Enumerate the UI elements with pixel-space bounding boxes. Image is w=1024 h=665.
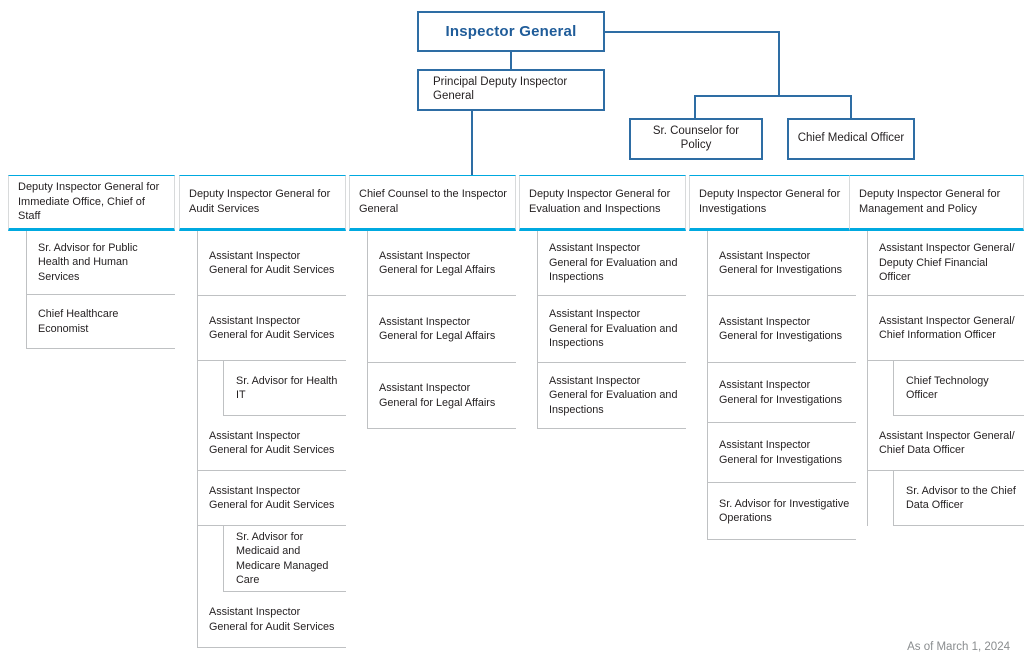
grandchild-stack: Chief Technology Officer	[893, 361, 1024, 416]
org-node[interactable]: Assistant Inspector General for Legal Af…	[368, 296, 516, 363]
connector-staff-bar	[694, 95, 852, 97]
org-node[interactable]: Assistant Inspector General for Legal Af…	[368, 363, 516, 429]
org-node-label: Assistant Inspector General for Evaluati…	[549, 308, 678, 350]
chief-medical-officer-box[interactable]: Chief Medical Officer	[787, 118, 915, 160]
org-node-label: Assistant Inspector General for Investig…	[719, 249, 843, 276]
as-of-date: As of March 1, 2024	[907, 641, 1010, 653]
org-node[interactable]: Chief Healthcare Economist	[27, 295, 175, 349]
deputy-head-box[interactable]: Deputy Inspector General for Management …	[849, 175, 1024, 231]
principal-deputy-ig-box[interactable]: Principal Deputy Inspector General	[417, 69, 605, 111]
connector-ig-right-run	[605, 31, 780, 33]
inspector-general-box-label: Inspector General	[445, 22, 577, 40]
org-node-label: Assistant Inspector General/ Chief Data …	[879, 429, 1015, 456]
org-column: Deputy Inspector General for Management …	[849, 175, 1024, 526]
deputy-head-box[interactable]: Deputy Inspector General for Audit Servi…	[179, 175, 346, 231]
org-node-label: Assistant Inspector General for Audit Se…	[209, 314, 335, 341]
org-column: Deputy Inspector General for Investigati…	[689, 175, 856, 540]
org-subnode-label: Sr. Advisor to the Chief Data Officer	[906, 484, 1016, 511]
org-node-label: Sr. Advisor for Public Health and Human …	[38, 241, 138, 283]
org-node[interactable]: Sr. Advisor for Public Health and Human …	[27, 231, 175, 295]
org-subnode[interactable]: Sr. Advisor for Medicaid and Medicare Ma…	[224, 526, 346, 592]
org-node-label: Assistant Inspector General for Investig…	[719, 379, 843, 406]
deputy-head-label: Deputy Inspector General for Evaluation …	[529, 188, 671, 215]
grandchild-stack: Sr. Advisor to the Chief Data Officer	[893, 471, 1024, 526]
org-node-label: Sr. Advisor for Investigative Operations	[719, 497, 850, 524]
connector-ig-right-drop	[778, 31, 780, 97]
org-node-label: Assistant Inspector General for Legal Af…	[379, 382, 496, 409]
child-stack: Assistant Inspector General/ Deputy Chie…	[867, 231, 1024, 526]
child-stack: Assistant Inspector General for Evaluati…	[537, 231, 686, 429]
org-node[interactable]: Assistant Inspector General/ Deputy Chie…	[868, 231, 1024, 296]
org-subnode-label: Sr. Advisor for Medicaid and Medicare Ma…	[236, 530, 329, 586]
org-node[interactable]: Assistant Inspector General for Investig…	[708, 363, 856, 423]
connector-to-counselor	[694, 95, 696, 118]
org-node[interactable]: Assistant Inspector General for Legal Af…	[368, 231, 516, 296]
org-node[interactable]: Assistant Inspector General for Investig…	[708, 423, 856, 483]
child-stack: Assistant Inspector General for Legal Af…	[367, 231, 516, 429]
deputy-head-label: Deputy Inspector General for Management …	[859, 188, 1001, 215]
org-node-label: Assistant Inspector General for Audit Se…	[209, 484, 335, 511]
deputy-head-box[interactable]: Deputy Inspector General for Immediate O…	[8, 175, 175, 231]
deputy-head-label: Chief Counsel to the Inspector General	[359, 188, 507, 215]
org-node[interactable]: Assistant Inspector General/ Chief Infor…	[868, 296, 1024, 361]
org-node[interactable]: Assistant Inspector General for Investig…	[708, 231, 856, 296]
org-node-label: Chief Healthcare Economist	[38, 308, 119, 335]
org-node-label: Assistant Inspector General for Investig…	[719, 439, 843, 466]
child-stack: Assistant Inspector General for Investig…	[707, 231, 856, 540]
org-node[interactable]: Assistant Inspector General for Audit Se…	[198, 416, 346, 471]
sr-counselor-for-policy-box-label: Sr. Counselor for Policy	[652, 125, 740, 151]
org-subnode[interactable]: Sr. Advisor to the Chief Data Officer	[894, 471, 1024, 526]
connector-pdig-to-columns	[471, 111, 473, 177]
child-stack: Sr. Advisor for Public Health and Human …	[26, 231, 175, 349]
grandchild-stack: Sr. Advisor for Medicaid and Medicare Ma…	[223, 526, 346, 592]
org-node-label: Assistant Inspector General for Legal Af…	[379, 315, 496, 342]
org-node-label: Assistant Inspector General for Investig…	[719, 315, 843, 342]
org-node-label: Assistant Inspector General/ Deputy Chie…	[879, 242, 1015, 284]
connector-ig-to-pdig	[510, 52, 512, 69]
inspector-general-box[interactable]: Inspector General	[417, 11, 605, 52]
grandchild-stack: Sr. Advisor for Health IT	[223, 361, 346, 416]
org-node[interactable]: Assistant Inspector General for Audit Se…	[198, 592, 346, 648]
org-node[interactable]: Assistant Inspector General/ Chief Data …	[868, 416, 1024, 471]
org-node-label: Assistant Inspector General for Audit Se…	[209, 249, 335, 276]
sr-counselor-for-policy-box[interactable]: Sr. Counselor for Policy	[629, 118, 763, 160]
org-node-label: Assistant Inspector General for Evaluati…	[549, 374, 678, 416]
deputy-head-box[interactable]: Deputy Inspector General for Investigati…	[689, 175, 856, 231]
principal-deputy-ig-box-label: Principal Deputy Inspector General	[433, 76, 568, 102]
org-subnode-label: Chief Technology Officer	[906, 374, 989, 401]
org-subnode[interactable]: Chief Technology Officer	[894, 361, 1024, 416]
org-node-label: Assistant Inspector General for Legal Af…	[379, 249, 496, 276]
child-stack: Assistant Inspector General for Audit Se…	[197, 231, 346, 648]
org-subnode[interactable]: Sr. Advisor for Health IT	[224, 361, 346, 416]
connector-to-cmo	[850, 95, 852, 118]
deputy-head-label: Deputy Inspector General for Immediate O…	[18, 181, 160, 223]
org-node-label: Assistant Inspector General/ Chief Infor…	[879, 314, 1015, 341]
deputy-head-box[interactable]: Deputy Inspector General for Evaluation …	[519, 175, 686, 231]
org-node[interactable]: Assistant Inspector General for Investig…	[708, 296, 856, 363]
org-node-label: Assistant Inspector General for Audit Se…	[209, 606, 335, 633]
deputy-head-label: Deputy Inspector General for Investigati…	[699, 188, 841, 215]
org-column: Deputy Inspector General for Immediate O…	[8, 175, 175, 349]
org-node-label: Assistant Inspector General for Evaluati…	[549, 242, 678, 284]
deputy-head-box[interactable]: Chief Counsel to the Inspector General	[349, 175, 516, 231]
org-node[interactable]: Assistant Inspector General for Audit Se…	[198, 471, 346, 526]
org-node[interactable]: Assistant Inspector General for Audit Se…	[198, 296, 346, 361]
org-node[interactable]: Assistant Inspector General for Audit Se…	[198, 231, 346, 296]
org-node[interactable]: Assistant Inspector General for Evaluati…	[538, 296, 686, 363]
org-node-label: Assistant Inspector General for Audit Se…	[209, 429, 335, 456]
org-subnode-label: Sr. Advisor for Health IT	[236, 374, 338, 401]
org-column: Deputy Inspector General for Evaluation …	[519, 175, 686, 429]
org-node[interactable]: Assistant Inspector General for Evaluati…	[538, 231, 686, 296]
chief-medical-officer-box-label: Chief Medical Officer	[797, 132, 905, 145]
org-node[interactable]: Sr. Advisor for Investigative Operations	[708, 483, 856, 540]
org-node[interactable]: Assistant Inspector General for Evaluati…	[538, 363, 686, 429]
org-column: Deputy Inspector General for Audit Servi…	[179, 175, 346, 648]
deputy-head-label: Deputy Inspector General for Audit Servi…	[189, 188, 331, 215]
